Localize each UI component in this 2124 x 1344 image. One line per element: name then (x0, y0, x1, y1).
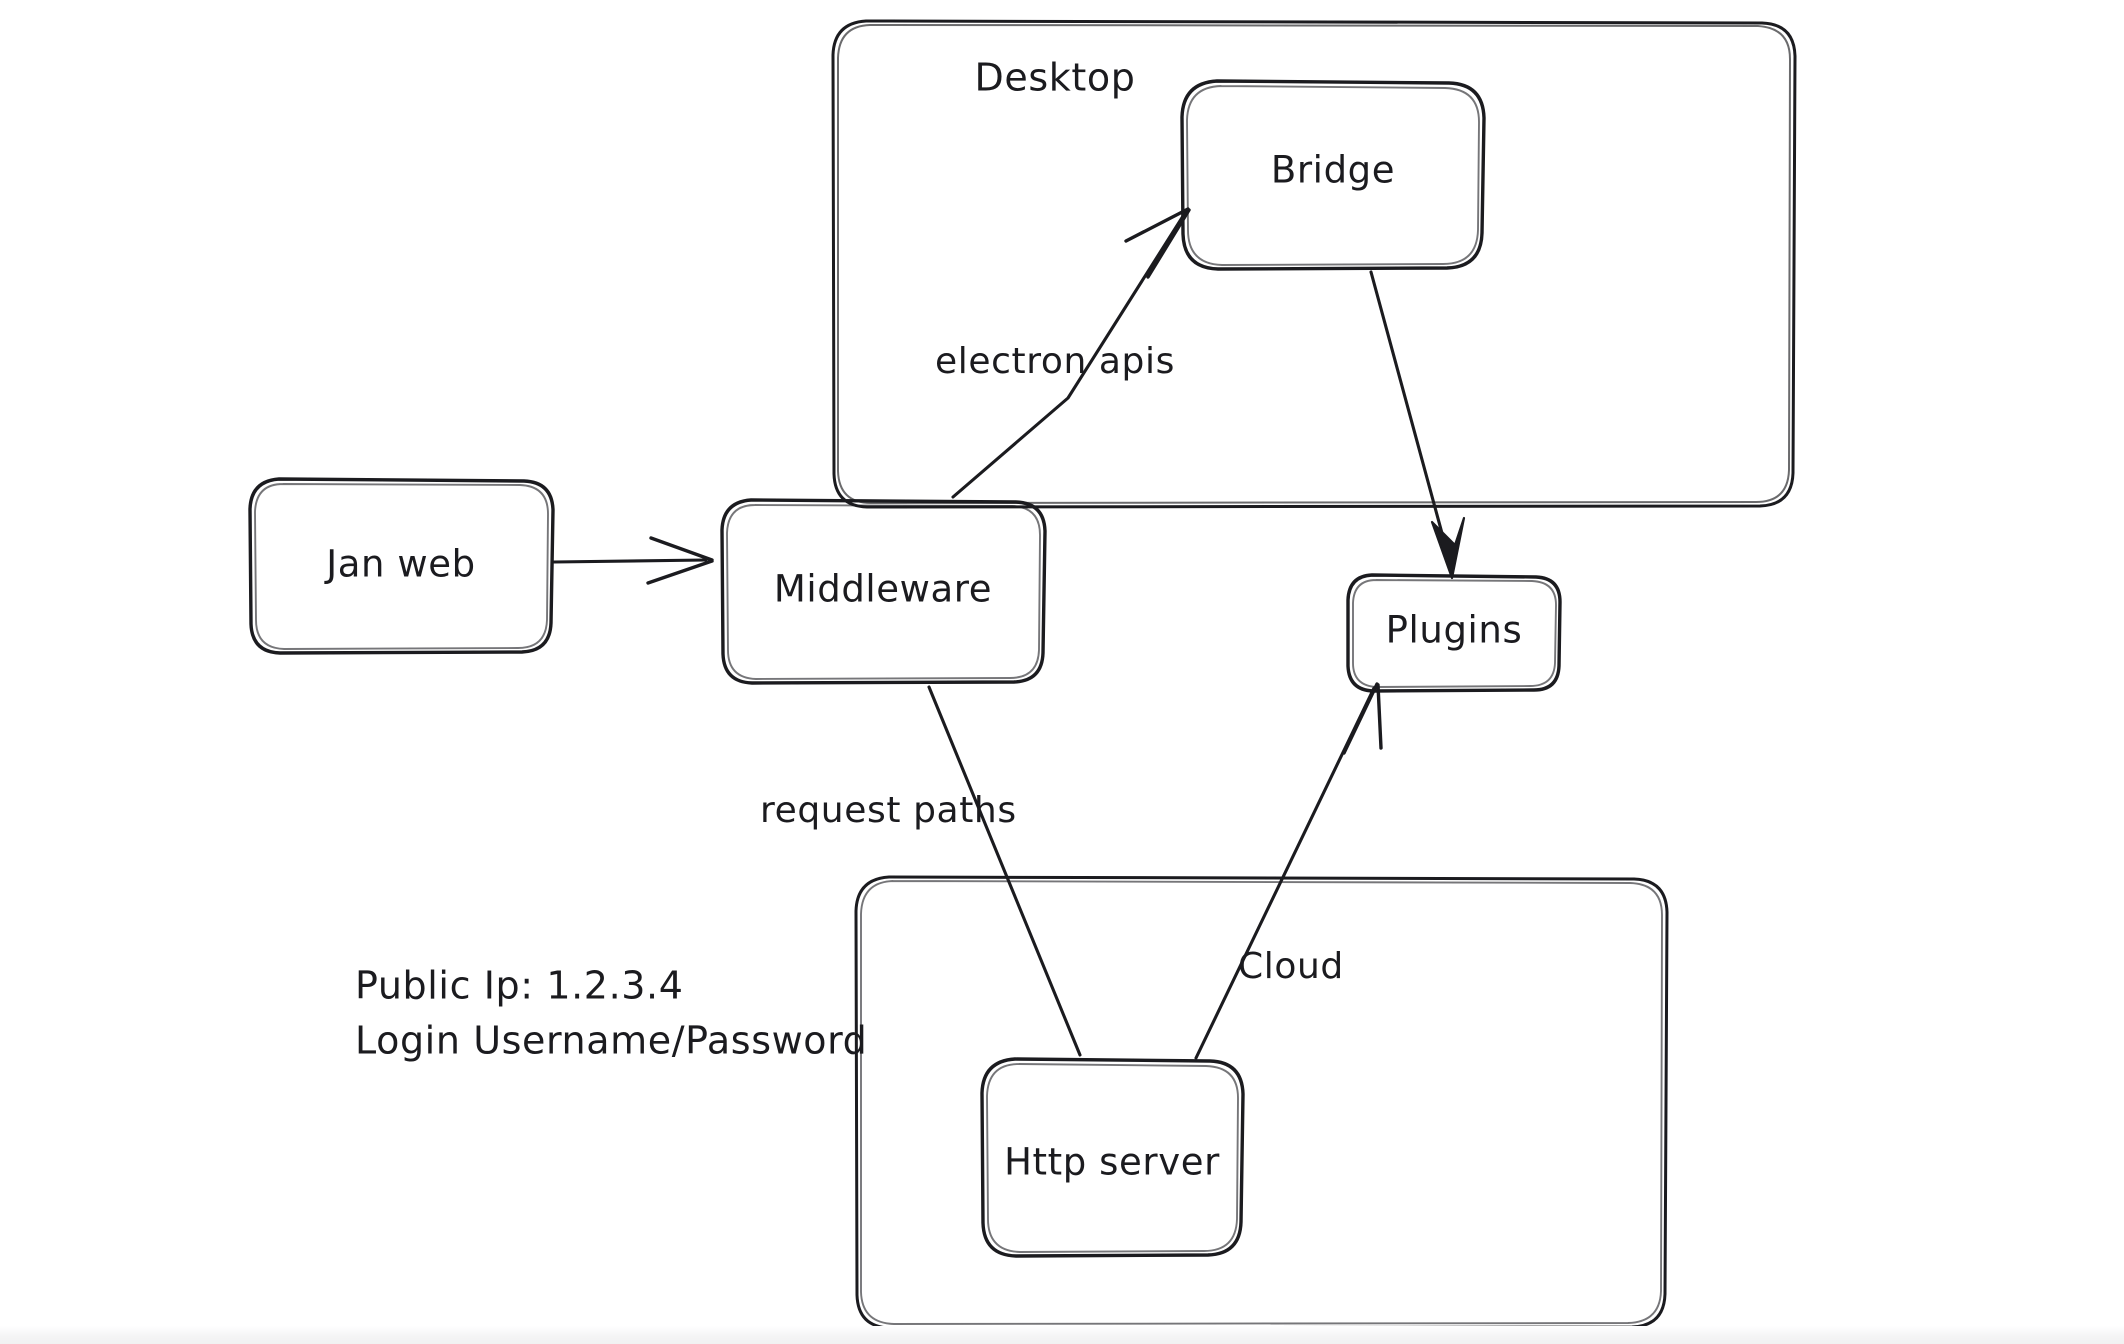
node-bridge[interactable]: Bridge (1180, 79, 1486, 271)
edge-bridge-plugins-line (1369, 270, 1454, 572)
note-line-public-ip: Public Ip: 1.2.3.4 (355, 964, 684, 1008)
http-server-label: Http server (1004, 1141, 1220, 1184)
edge-httpserver-to-plugins[interactable] (1194, 682, 1383, 1060)
edge-label-cloud: Cloud (1238, 946, 1344, 987)
group-cloud-region[interactable] (854, 875, 1669, 1330)
edge-middleware-to-bridge[interactable]: electron apis (935, 207, 1191, 499)
plugins-label: Plugins (1386, 609, 1523, 652)
node-plugins[interactable]: Plugins (1346, 573, 1562, 693)
node-jan-web[interactable]: Jan web (248, 477, 555, 655)
edge-label-electron-apis: electron apis (935, 341, 1175, 382)
edge-bridge-plugins-arrowhead (1430, 516, 1466, 580)
group-desktop[interactable]: Desktop (831, 19, 1797, 509)
note-line-login: Login Username/Password (355, 1019, 867, 1063)
http-server-box-outline (980, 1057, 1245, 1258)
http-server-box-sketch-overlay (986, 1063, 1239, 1253)
edge-janweb-to-middleware[interactable] (552, 536, 714, 585)
bridge-box-sketch-overlay (1186, 85, 1480, 266)
node-middleware[interactable]: Middleware (720, 498, 1047, 685)
bridge-label: Bridge (1271, 149, 1395, 192)
desktop-container-sketch-overlay (837, 24, 1791, 504)
edge-label-request-paths: request paths (760, 790, 1017, 831)
bottom-edge-band (0, 1326, 2124, 1344)
plugins-box-sketch-overlay (1352, 579, 1557, 688)
edge-bridge-to-plugins[interactable] (1369, 270, 1466, 580)
bridge-box-outline (1180, 79, 1486, 271)
cloud-container-sketch-overlay (860, 880, 1663, 1325)
middleware-label: Middleware (774, 568, 992, 611)
edge-middleware-httpserver-line (927, 685, 1082, 1057)
note-public-ip: Public Ip: 1.2.3.4 Login Username/Passwo… (355, 964, 867, 1063)
middleware-box-outline (720, 498, 1047, 685)
desktop-container-outline (831, 19, 1797, 509)
middleware-box-sketch-overlay (726, 504, 1041, 680)
edge-janweb-middleware-line (552, 558, 708, 564)
edge-middleware-bridge-line (951, 211, 1187, 499)
plugins-box-outline (1346, 573, 1562, 693)
edge-httpserver-plugins-arrowhead (1342, 682, 1383, 755)
jan-web-label: Jan web (324, 543, 476, 586)
cloud-container-outline (854, 875, 1669, 1330)
edge-middleware-to-httpserver[interactable] (927, 685, 1082, 1057)
edge-janweb-middleware-arrowhead (646, 536, 714, 585)
group-label-desktop: Desktop (975, 56, 1136, 100)
node-http-server[interactable]: Http server (980, 1057, 1245, 1258)
jan-web-box-outline (248, 477, 555, 655)
jan-web-box-sketch-overlay (254, 483, 549, 650)
